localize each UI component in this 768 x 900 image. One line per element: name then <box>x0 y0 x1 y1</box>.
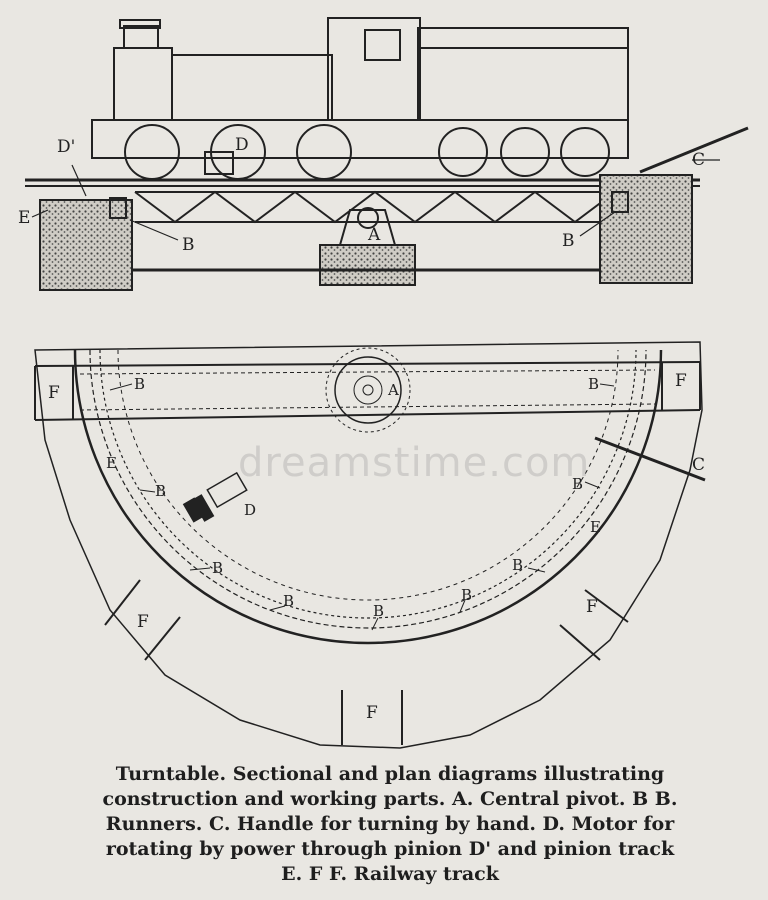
section-labels: D' D E B A B C <box>18 135 705 255</box>
motor-plan <box>182 471 248 523</box>
handle-plan <box>594 436 706 482</box>
locomotive <box>91 17 629 159</box>
pinion-track <box>89 349 647 629</box>
plan-labels: F B A B F E B D C B E B B B B B F F F <box>48 371 705 723</box>
pit-rim <box>73 349 663 645</box>
label-f-plan-lower-left: F <box>137 612 149 632</box>
runner-marks <box>109 383 615 631</box>
label-f-plan-left: F <box>48 383 60 403</box>
loco-wheels <box>124 124 610 180</box>
label-b-section-left: B <box>182 235 195 255</box>
pivot-foundation <box>319 244 416 286</box>
label-d-section: D <box>235 135 249 155</box>
pit-boundary <box>34 341 703 749</box>
caption-line-4: rotating by power through pinion D' and … <box>105 838 675 860</box>
plan-view <box>34 341 706 749</box>
label-a-plan: A <box>387 381 399 399</box>
bridge-plan <box>34 361 701 421</box>
runner-track <box>117 349 619 601</box>
label-e-plan-left: E <box>106 454 117 472</box>
label-b-plan-9: B <box>461 586 472 604</box>
label-b-plan-4: B <box>572 475 583 493</box>
label-b-plan-5: B <box>212 559 223 577</box>
label-d-plan: D <box>244 501 256 519</box>
caption-line-2: construction and working parts. A. Centr… <box>102 788 678 810</box>
label-a-section: A <box>367 225 381 245</box>
label-b-plan-7: B <box>283 592 294 610</box>
railway-track-plan <box>34 362 701 745</box>
motor-section <box>204 151 234 175</box>
label-b-plan-3: B <box>155 482 166 500</box>
label-e-section: E <box>18 208 30 228</box>
label-c-section: C <box>692 150 705 170</box>
label-b-plan-2: B <box>588 375 599 393</box>
figure-caption: Turntable. Sectional and plan diagrams i… <box>40 762 740 887</box>
caption-line-5: E. F F. Railway track <box>281 863 499 885</box>
label-b-plan-8: B <box>373 602 384 620</box>
label-d-prime: D' <box>57 137 75 157</box>
central-pivot-plan <box>325 347 411 433</box>
label-f-plan-bottom: F <box>366 703 378 723</box>
label-b-plan-6: B <box>512 556 523 574</box>
caption-line-1: Turntable. Sectional and plan diagrams i… <box>115 763 665 785</box>
caption-line-3: Runners. C. Handle for turning by hand. … <box>105 813 675 835</box>
handle-section <box>639 126 749 174</box>
label-f-plan-right: F <box>675 371 687 391</box>
label-f-plan-lower-right: F <box>586 597 598 617</box>
label-b-plan-1: B <box>134 375 145 393</box>
watermark-text: dreamstime.com <box>238 440 591 486</box>
label-e-plan-right: E <box>590 518 601 536</box>
pit-wall-left <box>39 199 133 291</box>
label-c-plan: C <box>692 455 705 475</box>
section-view <box>25 17 749 291</box>
label-b-section-right: B <box>562 231 575 251</box>
